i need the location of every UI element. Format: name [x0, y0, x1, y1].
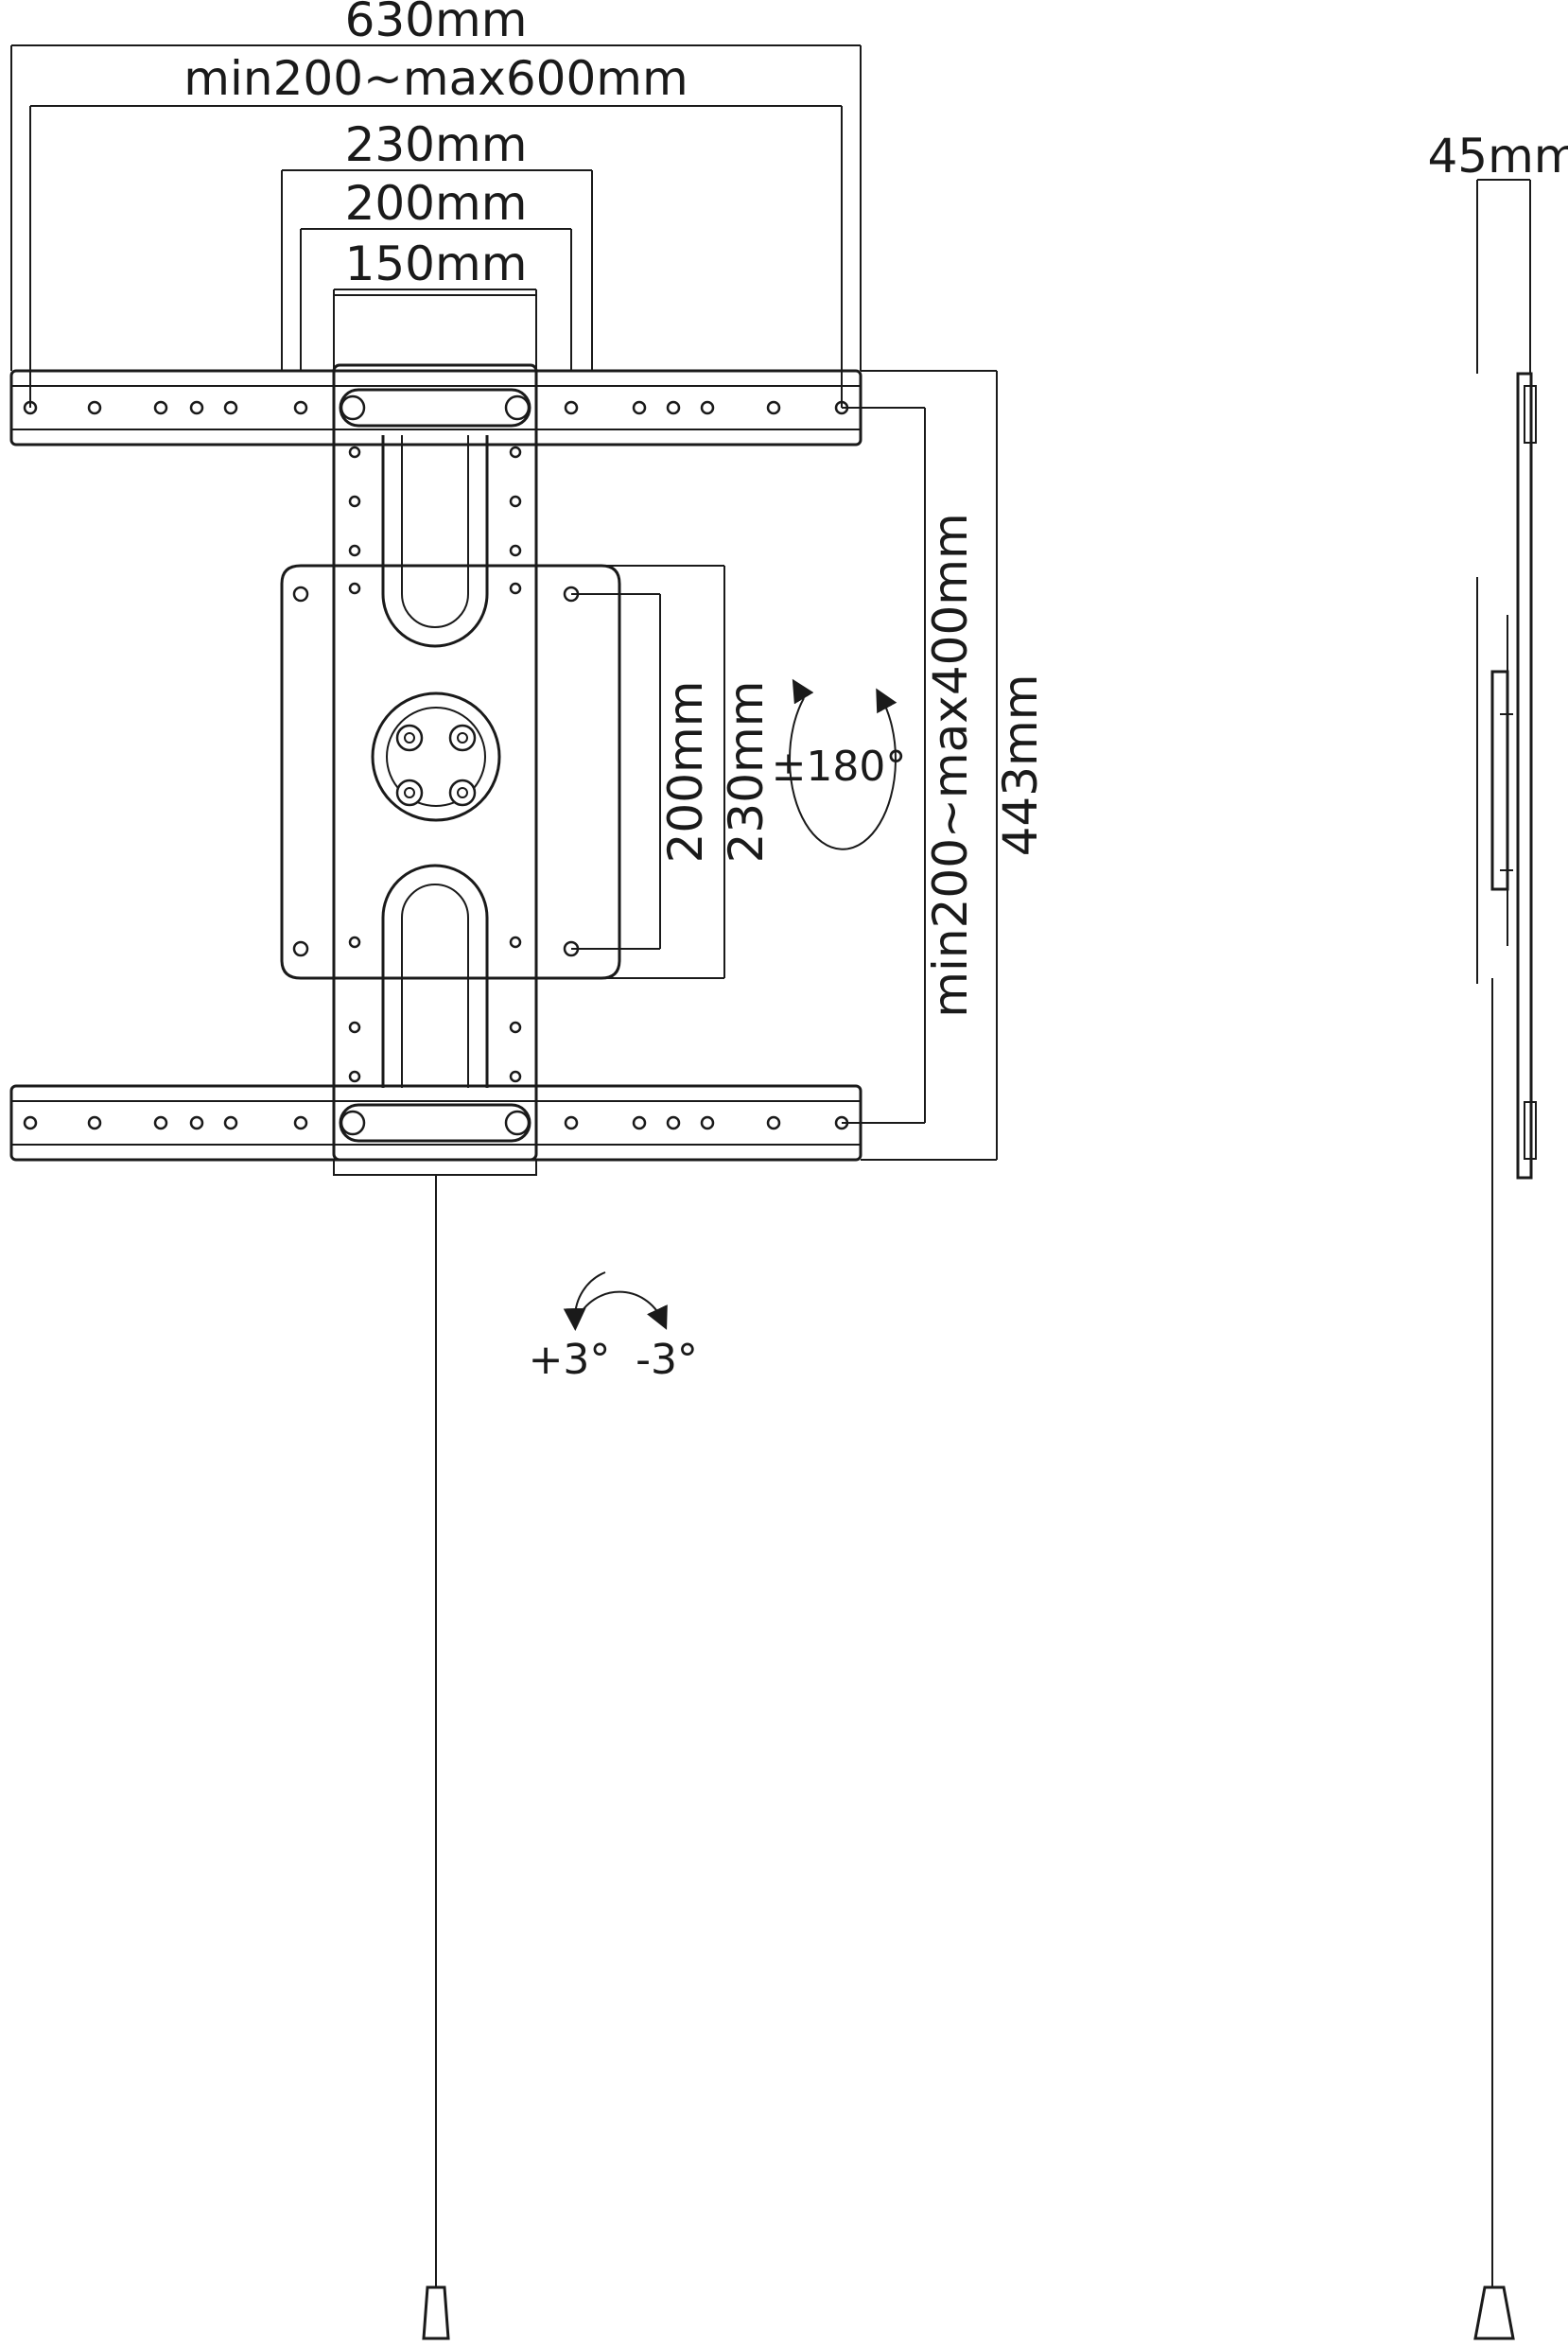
top-arm-holes	[23, 400, 849, 415]
dim-mid-plate-width: 200mm	[345, 176, 528, 231]
front-view	[9, 294, 862, 2340]
bottom-arm	[9, 1084, 862, 1162]
tilt-symbol	[563, 1271, 668, 1331]
bottom-arm-holes	[23, 1115, 849, 1130]
rotation-hub	[371, 692, 501, 822]
top-arm	[9, 369, 862, 446]
top-bracket-cap	[333, 294, 537, 372]
center-column	[332, 363, 538, 1162]
dim-overall-height: 443mm	[993, 674, 1048, 857]
rotate-label: ±180°	[772, 743, 907, 791]
rotate-180-symbol	[789, 678, 897, 850]
top-arm-slot	[339, 388, 531, 428]
dim-vertical-range: min200~max400mm	[923, 513, 978, 1017]
dim-horizontal-range: min200~max600mm	[183, 51, 688, 106]
labels: 630mm min200~max600mm 230mm 200mm 150mm …	[183, 0, 1568, 1384]
side-hub	[1490, 670, 1509, 891]
dim-inner-plate-width: 150mm	[345, 236, 528, 291]
side-cord-pull-tab	[1473, 2285, 1515, 2340]
dim-outer-plate-width: 230mm	[345, 117, 528, 172]
dim-overall-width: 630mm	[345, 0, 528, 47]
upper-slot	[381, 435, 489, 648]
tilt-minus-label: -3°	[636, 1336, 698, 1384]
side-view	[1473, 372, 1537, 2340]
dim-plate-height-200: 200mm	[658, 681, 713, 864]
lower-slot	[381, 864, 489, 1088]
bottom-bracket-cap	[333, 1159, 537, 1176]
cord-pull-tab	[422, 2285, 450, 2340]
tilt-plus-label: +3°	[529, 1336, 611, 1384]
dim-plate-height-230: 230mm	[719, 681, 774, 864]
dimension-lines	[10, 44, 1531, 1161]
dim-depth: 45mm	[1427, 129, 1568, 184]
bottom-arm-slot	[339, 1103, 531, 1143]
side-plate	[1516, 372, 1533, 1180]
column-holes	[348, 446, 522, 1132]
